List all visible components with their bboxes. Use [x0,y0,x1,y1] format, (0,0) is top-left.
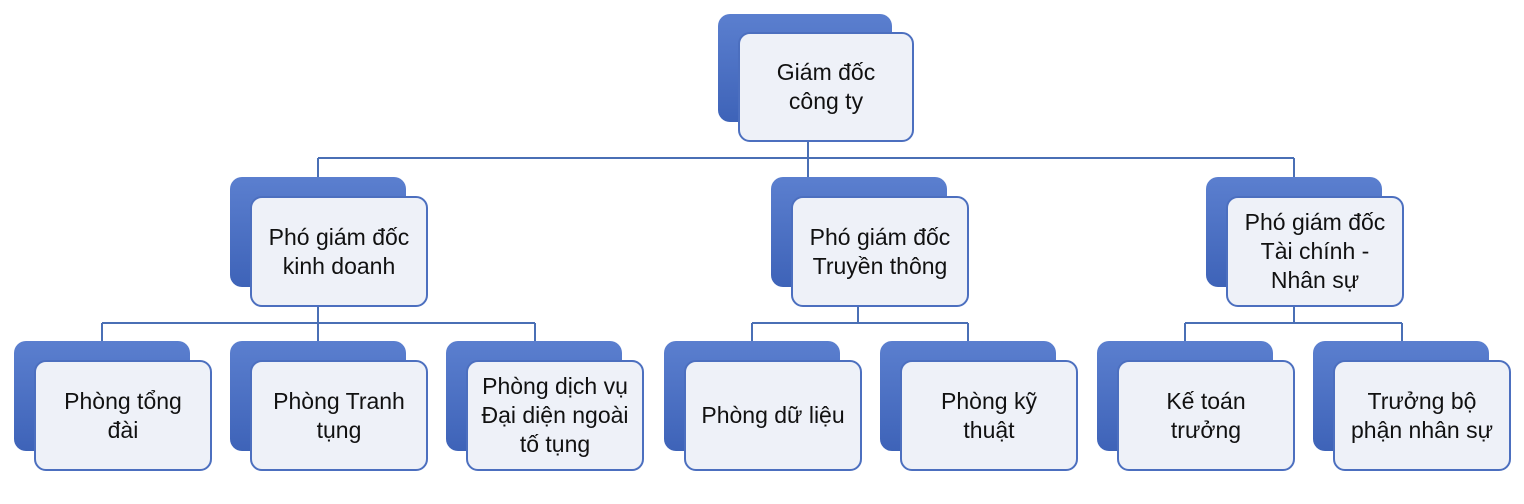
node-dept-data-card: Phòng dữ liệu [684,360,862,471]
node-dept-chief-accountant-label: Kế toán trưởng [1166,387,1246,443]
node-deputy-media-card: Phó giám đốc Truyền thông [791,196,969,307]
node-dept-non-litigation-card: Phòng dịch vụ Đại diện ngoài tố tụng [466,360,644,471]
node-director-label: Giám đốc công ty [776,59,876,114]
node-dept-hr-head-label: Trưởng bộ phận nhân sự [1350,387,1493,443]
node-director-card: Giám đốc công ty [738,32,914,142]
node-deputy-finance-hr-label: Phó giám đốc Tài chính - Nhân sự [1244,209,1386,293]
node-deputy-media-label: Phó giám đốc Truyền thông [809,223,951,279]
node-dept-hr-head-card: Trưởng bộ phận nhân sự [1333,360,1511,471]
node-dept-technical-card: Phòng kỹ thuật [900,360,1078,471]
node-dept-switchboard-label: Phòng tổng đài [64,387,182,443]
node-dept-non-litigation-label: Phòng dịch vụ Đại diện ngoài tố tụng [481,373,629,457]
node-dept-litigation-label: Phòng Tranh tụng [273,387,405,443]
node-dept-data-label: Phòng dữ liệu [701,402,845,428]
node-deputy-business-card: Phó giám đốc kinh doanh [250,196,428,307]
node-deputy-business-label: Phó giám đốc kinh doanh [268,223,410,279]
node-dept-chief-accountant-card: Kế toán trưởng [1117,360,1295,471]
node-dept-technical-label: Phòng kỹ thuật [941,387,1037,443]
node-dept-switchboard-card: Phòng tổng đài [34,360,212,471]
node-dept-litigation-card: Phòng Tranh tụng [250,360,428,471]
node-deputy-finance-hr-card: Phó giám đốc Tài chính - Nhân sự [1226,196,1404,307]
